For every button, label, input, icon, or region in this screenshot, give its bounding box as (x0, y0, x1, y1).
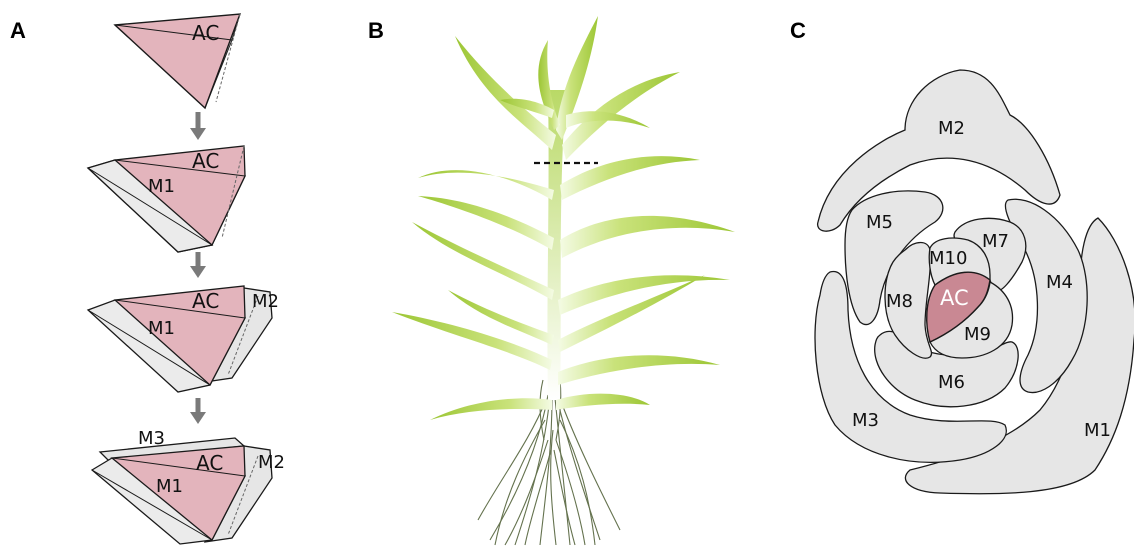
panel-b: B (368, 16, 735, 545)
stage-2-ac-label: AC (192, 149, 219, 173)
leaf (566, 111, 650, 128)
stage-4: AC M1 M2 M3 (92, 428, 285, 544)
c-m10-label: M10 (929, 248, 967, 269)
leaf (418, 196, 554, 250)
leaf (556, 394, 650, 410)
stage-1-ac-label: AC (192, 21, 219, 45)
stage-3: AC M1 M2 (88, 286, 279, 392)
apical-cell-face (115, 14, 240, 108)
c-m5-label: M5 (866, 212, 893, 233)
panel-a: A AC AC M1 (10, 14, 285, 544)
c-ac-label: AC (940, 286, 969, 310)
stage-4-m1-label: M1 (156, 476, 183, 497)
c-m6-label: M6 (938, 372, 965, 393)
leaf (392, 312, 552, 370)
arrow-down-icon (190, 252, 206, 278)
stage-4-ac-label: AC (196, 451, 223, 475)
stage-4-m2-label: M2 (258, 452, 285, 473)
plant-illustration (392, 16, 735, 545)
c-m4-label: M4 (1046, 272, 1073, 293)
leaf (558, 355, 720, 385)
stage-4-m3-label: M3 (138, 428, 165, 449)
leaf (560, 216, 735, 258)
c-m1-label: M1 (1084, 420, 1111, 441)
panel-a-letter: A (10, 18, 26, 43)
panel-c: C M2 M5 M7 M10 M4 M8 AC M9 M6 M3 M1 (790, 18, 1134, 494)
arrow-down-icon (190, 398, 206, 424)
stage-3-ac-label: AC (192, 289, 219, 313)
c-m9-label: M9 (964, 324, 991, 345)
c-m8-label: M8 (886, 291, 913, 312)
stage-1: AC (115, 14, 240, 108)
leaf (430, 398, 552, 420)
c-m3-label: M3 (852, 410, 879, 431)
leaf (560, 156, 700, 200)
stage-2-m1-label: M1 (148, 176, 175, 197)
arrow-down-icon (190, 112, 206, 140)
stage-2: AC M1 (88, 146, 245, 252)
stage-3-m1-label: M1 (148, 318, 175, 339)
leaf (418, 170, 554, 200)
panel-b-letter: B (368, 18, 384, 43)
c-m7-label: M7 (982, 231, 1009, 252)
stage-3-m2-label: M2 (252, 291, 279, 312)
panel-c-letter: C (790, 18, 806, 43)
c-m2-label: M2 (938, 118, 965, 139)
